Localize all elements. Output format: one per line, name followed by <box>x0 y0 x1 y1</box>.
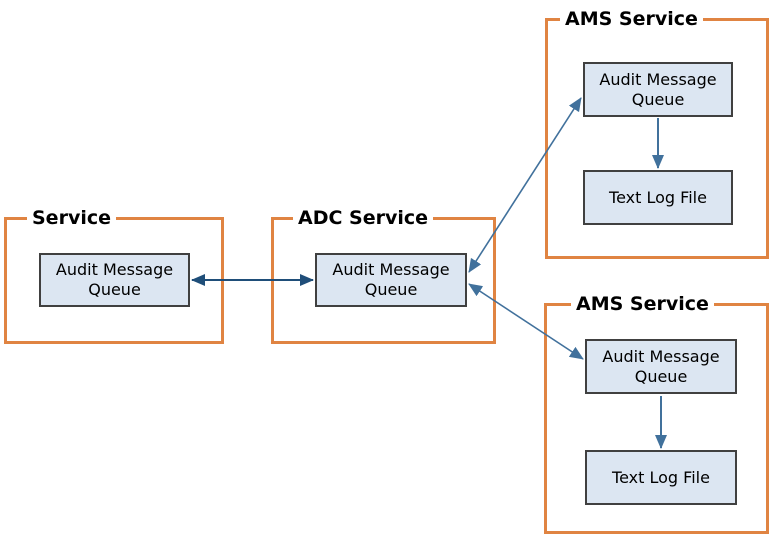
node-audit-message-queue-ams-top: Audit Message Queue <box>583 62 733 117</box>
container-title-adc-service: ADC Service <box>293 206 434 230</box>
container-ams-service-bottom: AMS Service <box>544 292 769 534</box>
container-title-ams-service-bottom: AMS Service <box>571 292 714 316</box>
container-title-ams-service-top: AMS Service <box>560 7 703 31</box>
node-audit-message-queue-adc: Audit Message Queue <box>315 253 467 307</box>
container-title-service: Service <box>27 206 116 230</box>
node-audit-message-queue-ams-bottom: Audit Message Queue <box>585 339 737 394</box>
node-text-log-file-ams-bottom: Text Log File <box>585 450 737 505</box>
node-audit-message-queue-service: Audit Message Queue <box>39 253 190 307</box>
container-service: Service <box>4 206 224 344</box>
container-adc-service: ADC Service <box>271 206 496 344</box>
node-text-log-file-ams-top: Text Log File <box>583 170 733 225</box>
